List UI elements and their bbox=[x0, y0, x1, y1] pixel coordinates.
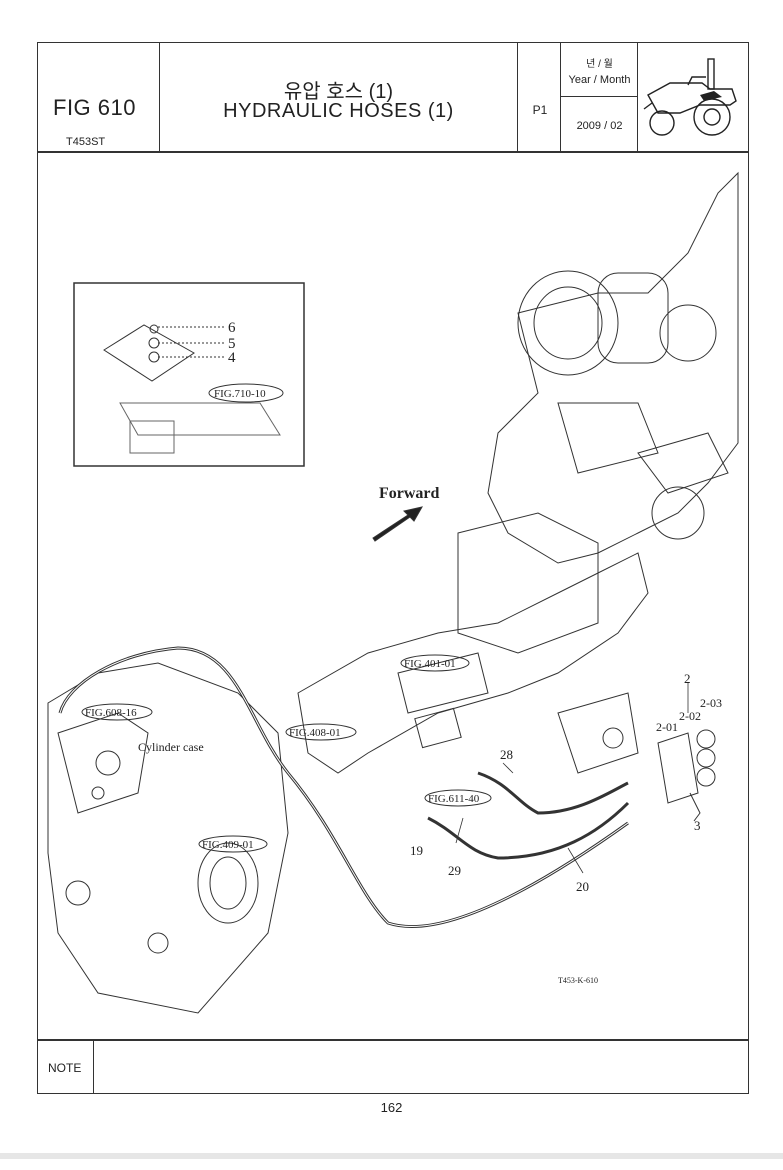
page-number: 162 bbox=[380, 1100, 403, 1115]
callout-3: 3 bbox=[694, 818, 701, 833]
page-border bbox=[37, 42, 749, 1094]
fig-ref-409-01: FIG.409-01 bbox=[202, 839, 254, 851]
title-english: HYDRAULIC HOSES (1) bbox=[223, 100, 454, 122]
hose-left-loop bbox=[58, 646, 629, 928]
hose-29 bbox=[427, 801, 630, 860]
fig-ref-oval bbox=[285, 723, 357, 741]
title-korean: 유압 호스 (1) bbox=[283, 81, 394, 103]
header-divider bbox=[560, 42, 562, 152]
forward-label: Forward bbox=[379, 485, 440, 502]
header-bottom-line bbox=[37, 151, 749, 153]
engine-outline bbox=[487, 171, 739, 564]
fig-ref-401-01: FIG.401-01 bbox=[404, 658, 456, 670]
transmission-body bbox=[297, 552, 649, 774]
header-divider bbox=[159, 42, 161, 152]
fig-number: FIG 610 bbox=[53, 95, 136, 120]
header-divider bbox=[637, 42, 639, 152]
callout-28: 28 bbox=[500, 747, 513, 762]
fig-ref-oval bbox=[198, 835, 268, 853]
rear-housing bbox=[47, 662, 289, 1014]
fig-ref-611-40: FIG.611-40 bbox=[428, 793, 480, 805]
year-month-label-korean: 년 / 월 bbox=[586, 59, 613, 70]
model-code: T453ST bbox=[66, 136, 106, 148]
footer-divider bbox=[93, 1040, 95, 1094]
fig-ref-oval bbox=[400, 654, 470, 672]
callout-5: 5 bbox=[228, 336, 236, 352]
callout-2-02: 2-02 bbox=[679, 709, 701, 723]
hose-28 bbox=[477, 771, 629, 815]
drawing-code: T453-K-610 bbox=[558, 976, 598, 985]
inset-plate bbox=[103, 324, 195, 382]
callout-4: 4 bbox=[228, 350, 236, 366]
tractor-icon bbox=[643, 58, 737, 136]
hydraulic-hoses-drawing: 6 5 4 FIG.710-10 Forward FIG.401-01 FIG.… bbox=[47, 171, 739, 1014]
callout-29: 29 bbox=[448, 863, 461, 878]
fig-ref-oval bbox=[81, 703, 153, 721]
inset-frame bbox=[73, 282, 305, 467]
fig-ref-oval bbox=[208, 383, 284, 403]
fig-ref-408-01: FIG.408-01 bbox=[289, 727, 341, 739]
page-code: P1 bbox=[532, 103, 548, 117]
fig-ref-608-16: FIG.608-16 bbox=[85, 707, 137, 719]
valve-block bbox=[657, 732, 699, 804]
callout-20: 20 bbox=[576, 879, 589, 894]
forward-arrow bbox=[372, 506, 423, 542]
callout-2: 2 bbox=[684, 671, 691, 686]
year-month-value: 2009 / 02 bbox=[576, 120, 623, 132]
callout-19: 19 bbox=[410, 843, 423, 858]
callout-2-03: 2-03 bbox=[700, 696, 722, 710]
fig-ref-oval bbox=[424, 789, 492, 807]
footer-top-line bbox=[37, 1039, 749, 1041]
fig-ref-710-10: FIG.710-10 bbox=[214, 388, 266, 400]
note-label: NOTE bbox=[48, 1061, 82, 1075]
callout-6: 6 bbox=[228, 320, 236, 336]
year-month-label-english: Year / Month bbox=[568, 74, 631, 86]
scan-edge bbox=[0, 1153, 783, 1159]
air-cleaner bbox=[517, 270, 619, 376]
callout-2-01: 2-01 bbox=[656, 720, 678, 734]
header-divider bbox=[561, 96, 637, 97]
cylinder-case-label: Cylinder case bbox=[138, 740, 204, 754]
header-divider bbox=[517, 42, 519, 152]
